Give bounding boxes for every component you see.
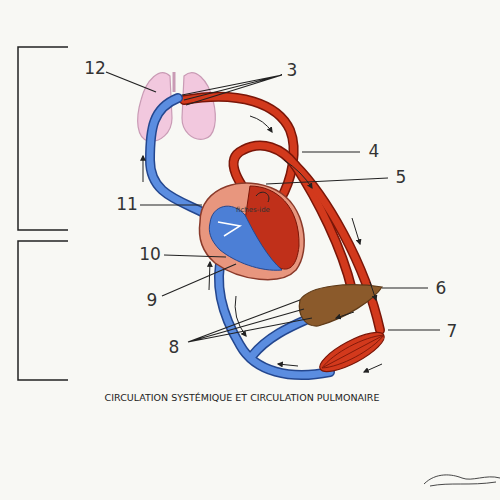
callout-number: 10 bbox=[139, 246, 161, 263]
flow-arrow bbox=[352, 218, 360, 244]
leader-line bbox=[188, 300, 312, 342]
pulmonary-artery bbox=[150, 98, 208, 215]
leader-line bbox=[164, 255, 226, 257]
capillary bbox=[319, 330, 386, 373]
leader-line bbox=[140, 204, 202, 205]
right-heart bbox=[209, 206, 282, 270]
leader-line bbox=[302, 151, 360, 152]
callout-number: 4 bbox=[369, 143, 380, 160]
callout-number: 3 bbox=[287, 62, 298, 79]
flow-arrow bbox=[278, 364, 298, 366]
watermark: fiches-ide bbox=[236, 207, 270, 214]
leader-line bbox=[382, 287, 428, 288]
callout-number: 6 bbox=[436, 280, 447, 297]
capillary-bed bbox=[315, 325, 389, 378]
callout-number: 7 bbox=[447, 323, 458, 340]
flow-arrows bbox=[143, 116, 382, 372]
pulmonary-artery bbox=[150, 98, 208, 215]
valve bbox=[218, 222, 240, 236]
flow-arrow bbox=[284, 160, 312, 188]
bracket bbox=[18, 47, 68, 230]
flow-arrow bbox=[250, 116, 272, 132]
leader-line bbox=[388, 329, 440, 330]
capillaries bbox=[315, 325, 389, 378]
trachea bbox=[173, 72, 176, 92]
heart bbox=[199, 183, 304, 280]
flow-arrow bbox=[364, 364, 382, 372]
flow-arrow bbox=[235, 296, 246, 336]
lung bbox=[182, 73, 215, 140]
callout-number: 9 bbox=[147, 292, 158, 309]
liver bbox=[299, 285, 382, 326]
flow-arrow bbox=[336, 312, 354, 318]
valve bbox=[256, 192, 269, 202]
callout-number: 8 bbox=[169, 339, 180, 356]
flow-arrow bbox=[370, 282, 376, 300]
callout-number: 12 bbox=[84, 60, 106, 77]
leader-lines bbox=[106, 72, 440, 342]
signature bbox=[424, 475, 500, 486]
flow-arrow bbox=[143, 156, 144, 182]
veins bbox=[150, 98, 330, 375]
callout-number: 11 bbox=[116, 196, 138, 213]
leader-line bbox=[162, 264, 236, 296]
bracket bbox=[18, 241, 68, 380]
leader-line bbox=[182, 75, 282, 105]
leader-line bbox=[266, 178, 388, 184]
leader-line bbox=[106, 72, 156, 92]
caption: CIRCULATION SYSTÉMIQUE ET CIRCULATION PU… bbox=[105, 393, 380, 403]
callout-number: 5 bbox=[396, 169, 407, 186]
